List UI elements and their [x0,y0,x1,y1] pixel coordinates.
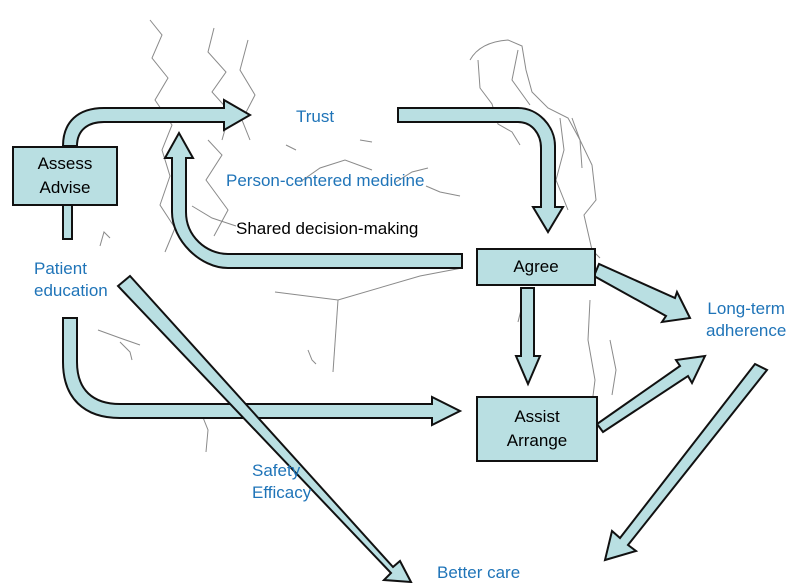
long-term-adherence-label: Long-term adherence [706,298,786,342]
safety-text: Safety [252,461,301,480]
agree-box: Agree [476,248,596,286]
patient-text: Patient [34,259,87,278]
assist-arrange-box: Assist Arrange [476,396,598,462]
education-text: education [34,281,108,300]
efficacy-text: Efficacy [252,483,312,502]
assist-to-adherence-arrow [595,354,707,434]
education-to-assist-arrow [62,317,463,427]
arrange-label: Arrange [506,431,568,450]
assess-stub-connector [62,203,73,240]
adherence-text: adherence [706,321,787,340]
patient-education-label: Patient education [34,258,108,302]
person-centered-medicine-label: Person-centered medicine [226,171,425,190]
better-care-label: Better care [437,563,521,582]
education-to-care-arrow [116,274,413,583]
trust-to-agree-arrow [397,107,565,234]
advise-label: Advise [39,178,91,197]
agree-to-adherence-arrow [592,262,692,324]
agree-to-assist-arrow [514,287,542,387]
assist-label: Assist [514,407,560,426]
assess-advise-box: Assess Advise [12,146,118,206]
agree-label: Agree [513,257,559,276]
shared-decision-making-label: Shared decision-making [236,219,419,238]
assess-label: Assess [37,154,93,173]
assess-to-trust-arrow [61,98,253,147]
trust-label: Trust [296,107,335,126]
adherence-to-care-arrow [603,362,769,562]
safety-efficacy-label: Safety Efficacy [252,460,311,504]
agree-loop-back-arrow [163,130,463,269]
long-term-text: Long-term [707,299,785,318]
